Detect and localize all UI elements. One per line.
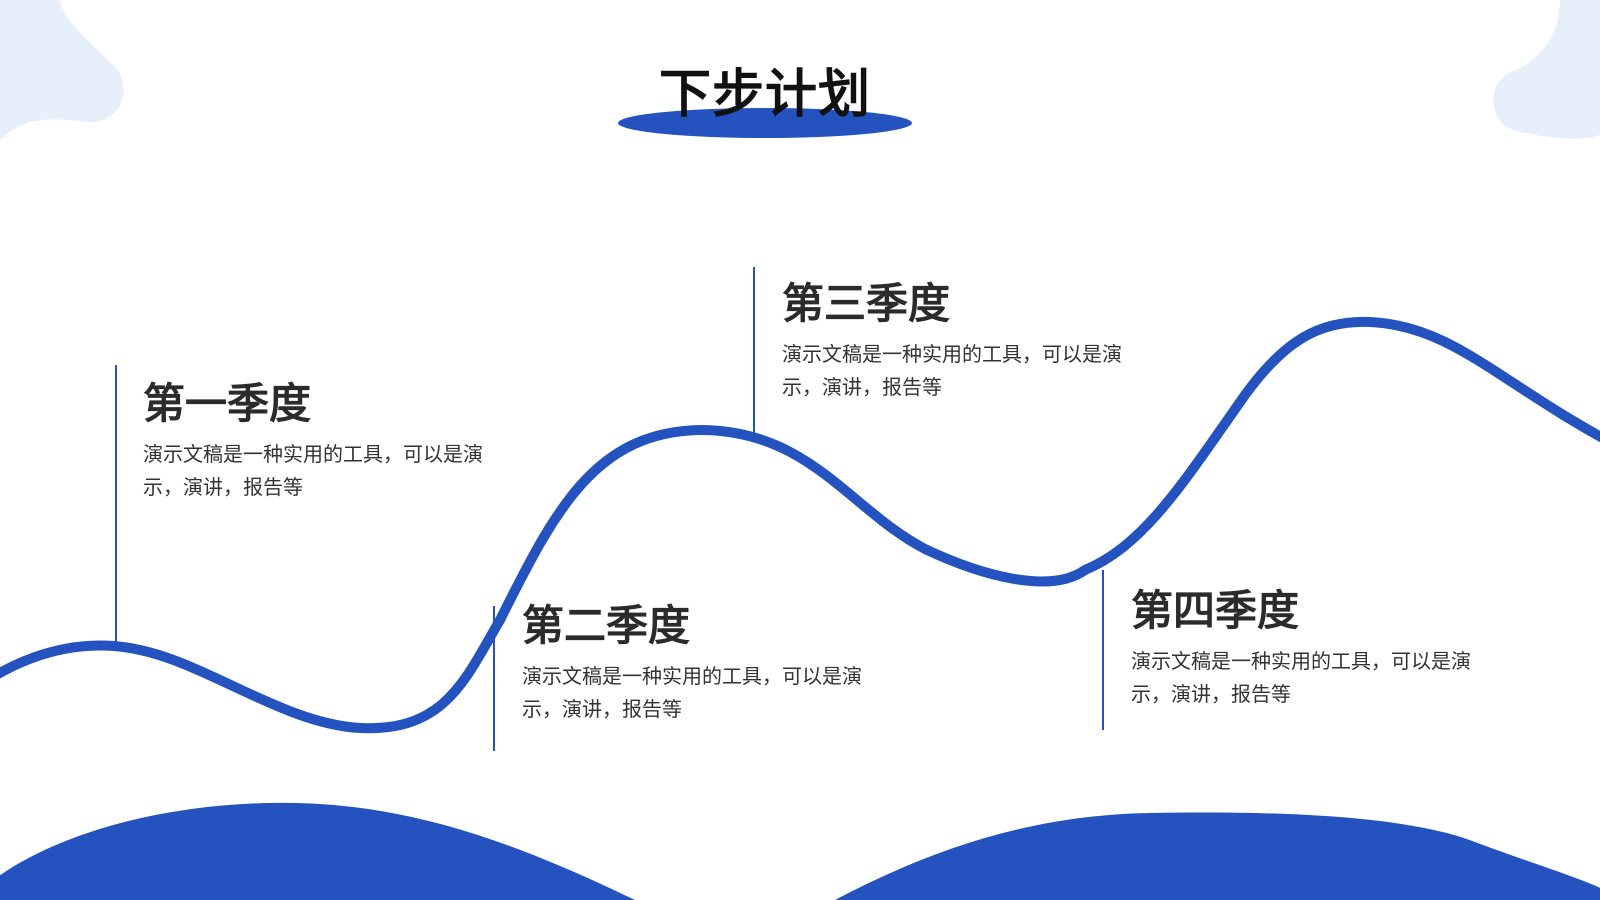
title-underline-pill xyxy=(618,108,912,138)
title-group: 下步计划 xyxy=(600,58,920,148)
quarter-4: 第四季度 演示文稿是一种实用的工具，可以是演示，演讲，报告等 xyxy=(1131,585,1511,711)
page-title: 下步计划 xyxy=(658,65,871,125)
quarter-3: 第三季度 演示文稿是一种实用的工具，可以是演示，演讲，报告等 xyxy=(782,278,1162,404)
quarter-4-description: 演示文稿是一种实用的工具，可以是演示，演讲，报告等 xyxy=(1131,649,1471,706)
bottom-wave-icon xyxy=(0,802,635,900)
quarter-4-connector-line xyxy=(1102,570,1104,730)
quarter-2: 第二季度 演示文稿是一种实用的工具，可以是演示，演讲，报告等 xyxy=(522,600,902,726)
quarter-1-description: 演示文稿是一种实用的工具，可以是演示，演讲，报告等 xyxy=(143,442,483,499)
quarter-3-title: 第三季度 xyxy=(782,279,951,328)
wave-line-icon xyxy=(0,316,1600,734)
quarter-4-title: 第四季度 xyxy=(1131,586,1300,635)
quarter-1: 第一季度 演示文稿是一种实用的工具，可以是演示，演讲，报告等 xyxy=(143,378,523,504)
quarter-1-title: 第一季度 xyxy=(143,379,312,428)
quarter-3-connector-line xyxy=(753,267,755,433)
quarter-2-connector-line xyxy=(493,606,495,751)
cloud-decoration-right-icon xyxy=(1493,0,1600,139)
quarter-2-description: 演示文稿是一种实用的工具，可以是演示，演讲，报告等 xyxy=(522,664,862,721)
cloud-decoration-left-icon xyxy=(0,0,124,140)
bottom-wave-icon xyxy=(835,812,1600,900)
quarter-3-description: 演示文稿是一种实用的工具，可以是演示，演讲，报告等 xyxy=(782,342,1122,399)
quarter-2-title: 第二季度 xyxy=(522,601,691,650)
quarter-1-connector-line xyxy=(115,365,117,647)
